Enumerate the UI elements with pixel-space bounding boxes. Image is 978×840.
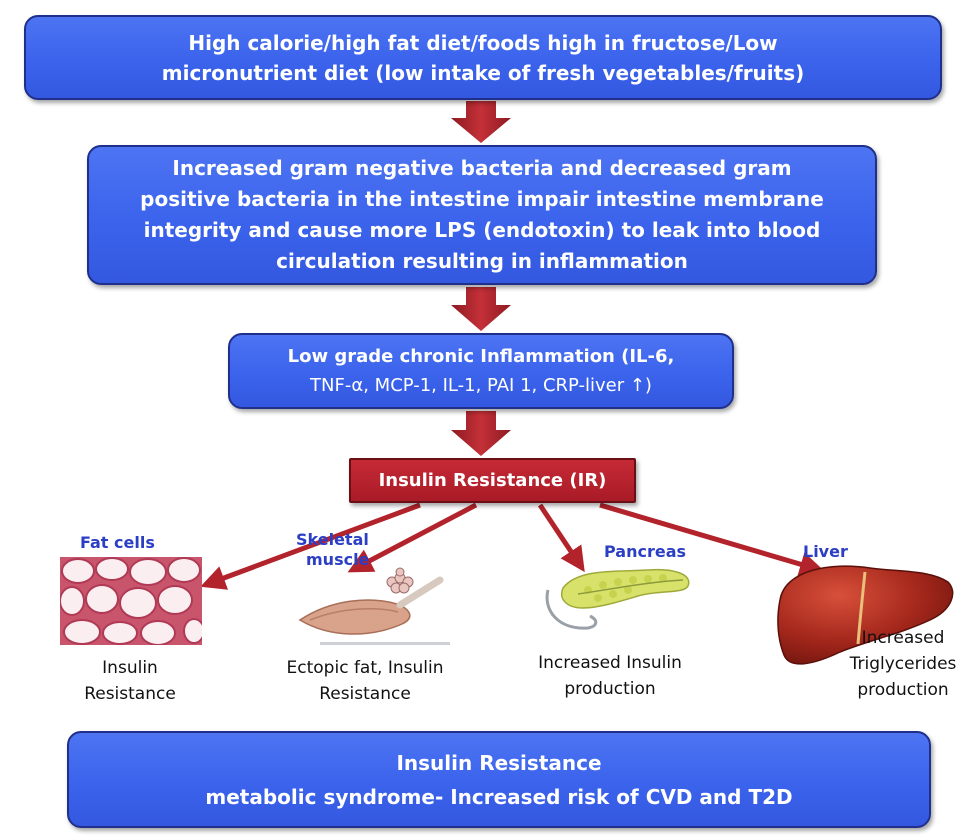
diet-line-1: High calorie/high fat diet/foods high in…: [188, 30, 778, 55]
fat-cells-illustration: [60, 557, 202, 645]
diet-box: High calorie/high fat diet/foods high in…: [24, 15, 942, 100]
fat-cells-caption-line-2: Resistance: [84, 684, 176, 704]
fat-cells-title: Fat cells: [80, 533, 155, 552]
pancreas-title: Pancreas: [604, 542, 687, 561]
insulin-resistance-label: Insulin Resistance (IR): [378, 469, 607, 491]
fat-cells-caption: Insulin Resistance: [70, 655, 190, 707]
skeletal-muscle-title-line-2: muscle: [306, 550, 370, 569]
outcome-line-2: metabolic syndrome- Increased risk of CV…: [205, 784, 793, 809]
liver-caption-line-2: Triglycerides: [849, 654, 957, 674]
arrow-to-fat-cells: [200, 502, 421, 590]
outcome-box: Insulin Resistance metabolic syndrome- I…: [67, 731, 931, 828]
down-arrow-3: [451, 411, 511, 456]
bacteria-line-3: integrity and cause more LPS (endotoxin)…: [143, 218, 821, 242]
inflammation-line-2: TNF-α, MCP-1, IL-1, PAI 1, CRP-liver ↑): [310, 375, 652, 396]
fat-cells-caption-line-1: Insulin: [102, 658, 158, 678]
liver-illustration: [777, 565, 954, 665]
pancreas-illustration: [545, 568, 690, 630]
arrow-to-skeletal-muscle: [347, 502, 478, 573]
skeletal-muscle-caption-line-2: Resistance: [319, 684, 411, 704]
liver-caption: Increased Triglycerides production: [838, 625, 968, 703]
pancreas-caption-line-1: Increased Insulin: [538, 653, 682, 673]
liver-caption-line-1: Increased: [861, 628, 945, 648]
pancreas-caption-line-2: production: [564, 679, 656, 699]
arrow-to-pancreas: [537, 503, 585, 573]
insulin-resistance-box: Insulin Resistance (IR): [349, 458, 636, 503]
outcome-line-1: Insulin Resistance: [396, 750, 602, 775]
skeletal-muscle-caption: Ectopic fat, Insulin Resistance: [270, 655, 460, 707]
bacteria-line-4: circulation resulting in inflammation: [276, 249, 688, 273]
skeletal-muscle-title: Skeletal muscle: [296, 530, 369, 570]
down-arrow-1: [451, 101, 511, 143]
inflammation-line-1: Low grade chronic Inflammation (IL-6,: [287, 346, 675, 367]
down-arrow-2: [451, 287, 511, 331]
bacteria-line-2: positive bacteria in the intestine impai…: [140, 187, 824, 211]
skeletal-muscle-illustration: [298, 567, 450, 645]
liver-caption-line-3: production: [857, 680, 949, 700]
bacteria-box: Increased gram negative bacteria and dec…: [87, 145, 877, 285]
arrow-to-liver: [599, 502, 825, 577]
pancreas-caption: Increased Insulin production: [520, 650, 700, 702]
bacteria-line-1: Increased gram negative bacteria and dec…: [172, 156, 792, 180]
skeletal-muscle-title-line-1: Skeletal: [296, 530, 369, 549]
skeletal-muscle-caption-line-1: Ectopic fat, Insulin: [286, 658, 444, 678]
liver-title: Liver: [803, 542, 848, 561]
inflammation-box: Low grade chronic Inflammation (IL-6, TN…: [228, 333, 734, 409]
diet-line-2: micronutrient diet (low intake of fresh …: [161, 60, 805, 85]
